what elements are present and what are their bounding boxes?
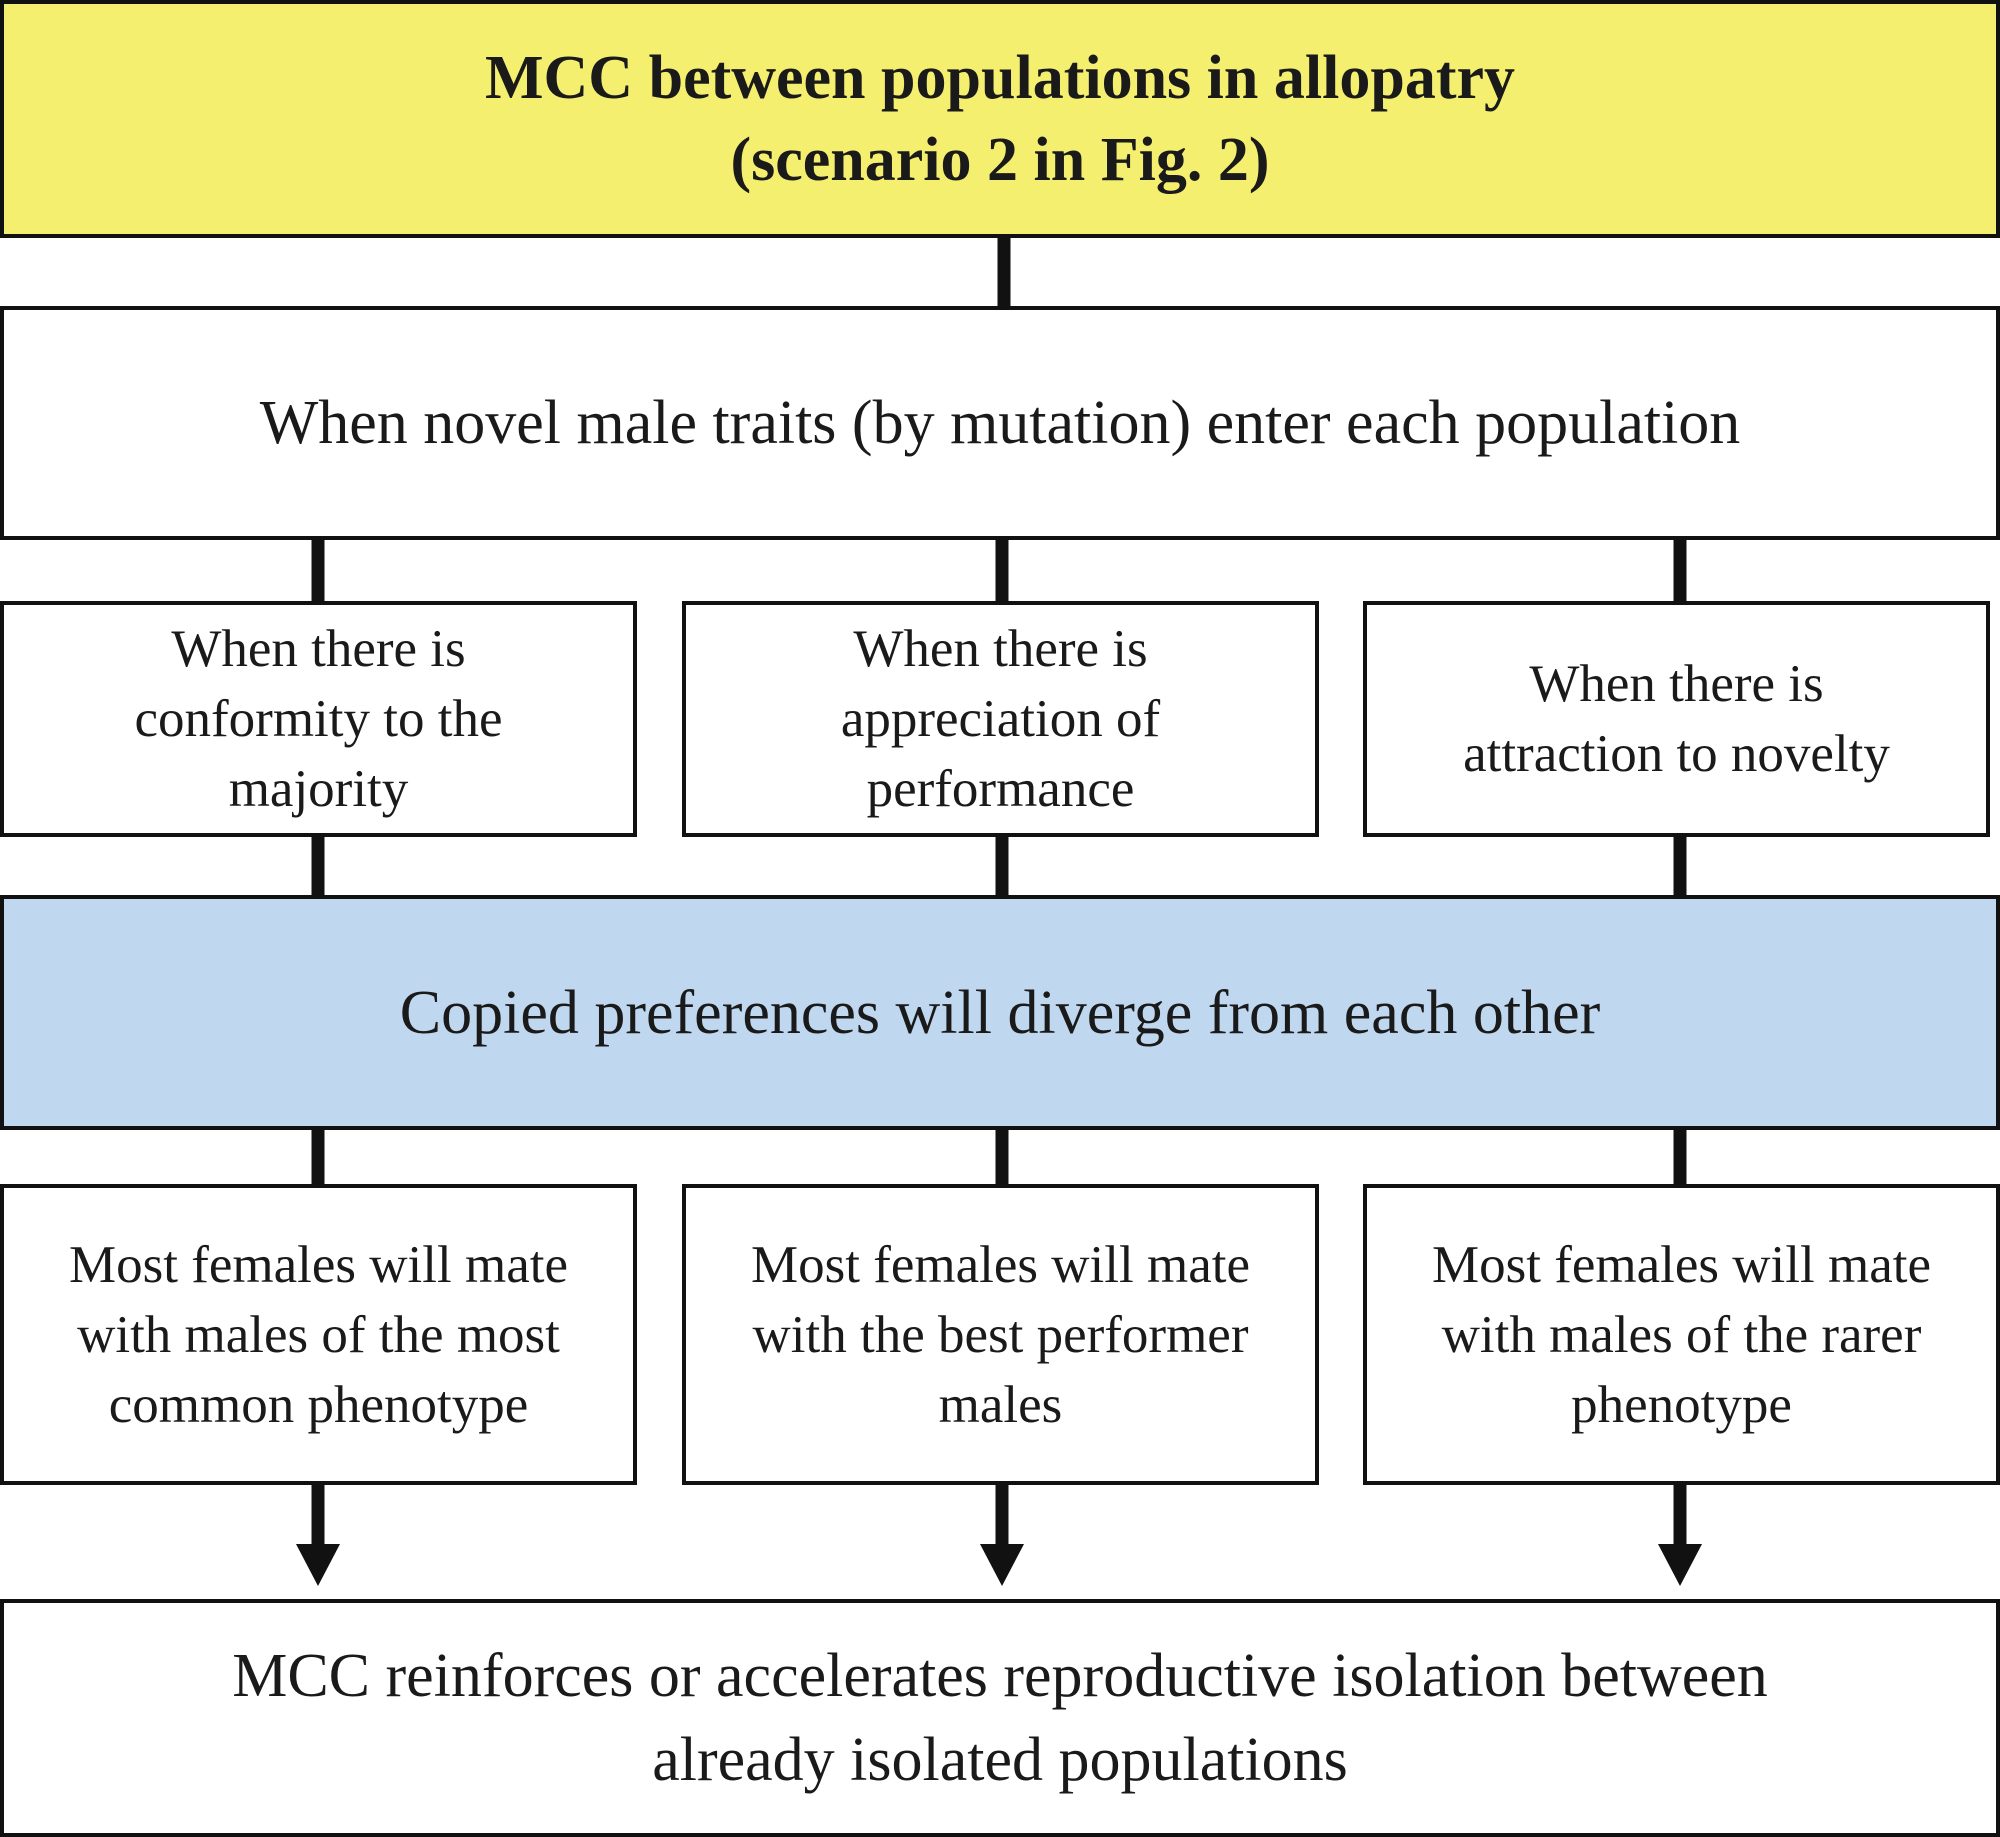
divergence-text: Copied preferences will diverge from eac… [399,978,1601,1047]
outcome-performer-box: Most females will mate with the best per… [682,1184,1319,1485]
mechanism-conformity-box: When there is conformity to the majority [0,601,637,837]
trigger-box: When novel male traits (by mutation) ent… [0,306,2000,540]
title-line-1: MCC between populations in allopatry [485,44,1515,112]
arrowhead-common-icon [296,1544,340,1586]
result-box: MCC reinforces or accelerates reproducti… [0,1599,2000,1837]
mechanism-novelty-box: When there is attraction to novelty [1363,601,1990,837]
title-text: MCC between populations in allopatry (sc… [485,37,1515,201]
outcome-common-text: Most females will mate with males of the… [69,1235,568,1434]
result-text: MCC reinforces or accelerates reproducti… [232,1634,1768,1802]
mechanism-conformity-text: When there is conformity to the majority [134,620,503,818]
divergence-box: Copied preferences will diverge from eac… [0,895,2000,1130]
result-line-1: MCC reinforces or accelerates reproducti… [232,1642,1768,1710]
trigger-text: When novel male traits (by mutation) ent… [259,389,1741,457]
mechanism-novelty-text: When there is attraction to novelty [1463,655,1890,783]
outcome-performer-text: Most females will mate with the best per… [751,1235,1250,1434]
arrowhead-rarer-icon [1658,1544,1702,1586]
outcome-rarer-box: Most females will mate with males of the… [1363,1184,2000,1485]
arrowhead-performer-icon [980,1544,1024,1586]
title-line-2: (scenario 2 in Fig. 2) [730,126,1270,194]
result-line-2: already isolated populations [652,1726,1348,1794]
outcome-rarer-text: Most females will mate with males of the… [1432,1235,1931,1434]
mechanism-appreciation-text: When there is appreciation of performanc… [840,620,1161,818]
mechanism-appreciation-box: When there is appreciation of performanc… [682,601,1319,837]
outcome-common-box: Most females will mate with males of the… [0,1184,637,1485]
title-box: MCC between populations in allopatry (sc… [0,0,2000,238]
